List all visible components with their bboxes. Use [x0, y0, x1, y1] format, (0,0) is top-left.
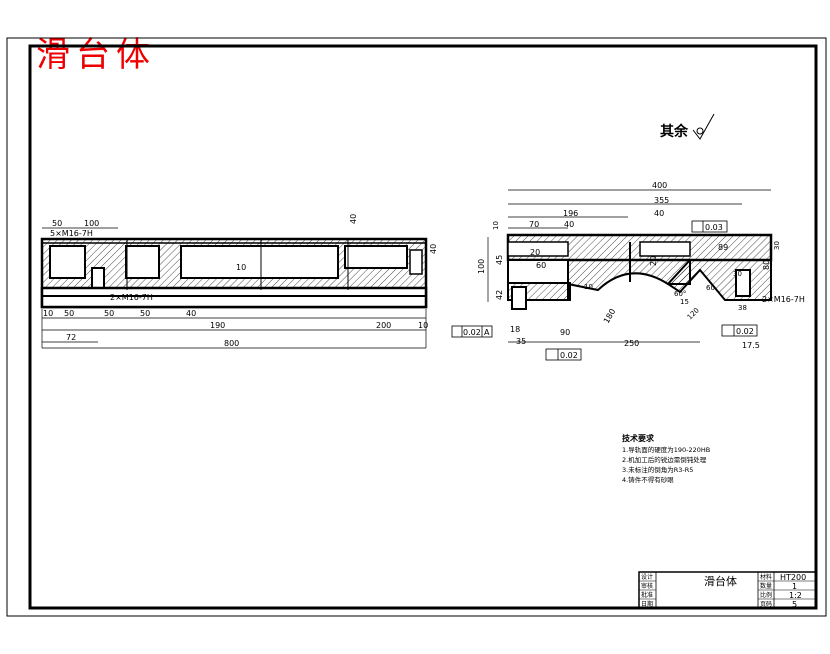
rdim-10a: 10	[492, 221, 500, 230]
title-block: 设计 审核 批准 日期 滑台体 材料 数量 比例 页码 HT200 1 1:2 …	[638, 571, 817, 609]
ldim-b4: 40	[186, 309, 196, 318]
tech-heading: 技术要求	[622, 433, 655, 443]
ldim-100: 100	[84, 219, 99, 228]
parallelism-frame: 0.02 A	[451, 325, 493, 338]
tech-item-1: 1.导轨面的硬度为190-220HB	[622, 445, 710, 454]
ldim-800: 800	[224, 339, 239, 348]
svg-text:0.02: 0.02	[736, 327, 754, 336]
rdim-89: 89	[718, 243, 728, 252]
flatness-frame-bottom: 0.02	[545, 348, 582, 361]
svg-text:0.02: 0.02	[560, 351, 578, 360]
rdim-180: 180	[602, 307, 617, 325]
rdim-35: 35	[516, 337, 526, 346]
lthread-bottom: 2×M16-7H	[110, 293, 153, 302]
ldim-b5: 190	[210, 321, 225, 330]
ldim-40a: 40	[349, 214, 358, 224]
tech-item-4: 4.铸件不得有砂眼	[622, 475, 674, 484]
tech-item-3: 3.未标注的倒角为R3-R5	[622, 465, 693, 474]
rdim-30a: 30	[773, 241, 781, 250]
rdim-40b: 40	[564, 220, 574, 229]
flatness-frame-top: 0.03	[691, 220, 728, 233]
lthread-top: 5×M16-7H	[50, 229, 93, 238]
rdim-42: 42	[495, 290, 504, 300]
rdim-45: 45	[495, 255, 504, 265]
drawing-title: 滑台体	[36, 35, 156, 75]
ldim-b1: 50	[64, 309, 74, 318]
ldim-10: 10	[236, 263, 246, 272]
svg-text:0.03: 0.03	[705, 223, 723, 232]
ldim-b0: 10	[43, 309, 53, 318]
rdim-90: 90	[560, 328, 570, 337]
tb-label-3: 批准	[641, 591, 653, 599]
tb-label-4: 日期	[641, 600, 653, 608]
rdim-15: 15	[680, 298, 689, 306]
rdim-100: 100	[477, 259, 486, 274]
left-view: 50 100 5×M16-7H 2×M16-7H 40 10 40 10 50 …	[40, 214, 438, 349]
tb-rlabel-1: 材料	[760, 573, 772, 581]
rdim-60b: 60	[706, 284, 715, 292]
inner-border	[28, 44, 818, 610]
tb-page: 5	[792, 600, 797, 609]
rdim-60: 60	[536, 261, 546, 270]
svg-text:A: A	[484, 328, 490, 337]
ldim-b7: 10	[418, 321, 428, 330]
tb-qty: 1	[792, 582, 797, 591]
roughness-icon	[692, 113, 715, 140]
rdim-355: 355	[654, 196, 669, 205]
rdim-18: 18	[510, 325, 520, 334]
tb-label-2: 审核	[641, 582, 653, 590]
rthread: 2×M16-7H	[762, 295, 805, 304]
ldim-50: 50	[52, 219, 62, 228]
rdim-40a: 40	[654, 209, 664, 218]
tb-label-1: 设计	[641, 573, 653, 581]
tb-rlabel-4: 页码	[760, 600, 772, 608]
rdim-60deg: 60°	[674, 290, 686, 298]
right-view: 400 355 196 40 70 40 10 20 60 10 100 45 …	[451, 181, 805, 361]
ldim-72: 72	[66, 333, 76, 342]
tech-requirements: 技术要求 1.导轨面的硬度为190-220HB 2.机加工后的锐边需倒钝处理 3…	[622, 433, 710, 484]
svg-text:0.02: 0.02	[463, 328, 481, 337]
roughness-note: 其余	[660, 123, 689, 140]
ldim-b2: 50	[104, 309, 114, 318]
rdim-20b: 20	[649, 256, 658, 266]
flatness-frame-right: 0.02	[721, 324, 758, 337]
rdim-250: 250	[624, 339, 639, 348]
tb-material: HT200	[780, 573, 806, 582]
rdim-30b: 30	[733, 270, 742, 278]
ldim-40b: 40	[429, 244, 438, 254]
tb-scale: 1:2	[789, 591, 802, 600]
rdim-400: 400	[652, 181, 667, 190]
outer-border	[6, 37, 827, 617]
rdim-70: 70	[529, 220, 539, 229]
tb-rlabel-2: 数量	[760, 582, 772, 590]
tech-item-2: 2.机加工后的锐边需倒钝处理	[622, 455, 707, 464]
ldim-b6: 200	[376, 321, 391, 330]
rdim-17-5: 17.5	[742, 341, 760, 350]
tb-part-name: 滑台体	[704, 574, 737, 588]
rdim-38: 38	[738, 304, 747, 312]
rdim-20: 20	[530, 248, 540, 257]
rdim-120: 120	[686, 306, 701, 321]
rdim-10b: 10	[584, 283, 593, 291]
rdim-80: 80	[762, 260, 771, 270]
ldim-b3: 50	[140, 309, 150, 318]
rdim-196: 196	[563, 209, 578, 218]
tb-rlabel-3: 比例	[760, 591, 772, 599]
